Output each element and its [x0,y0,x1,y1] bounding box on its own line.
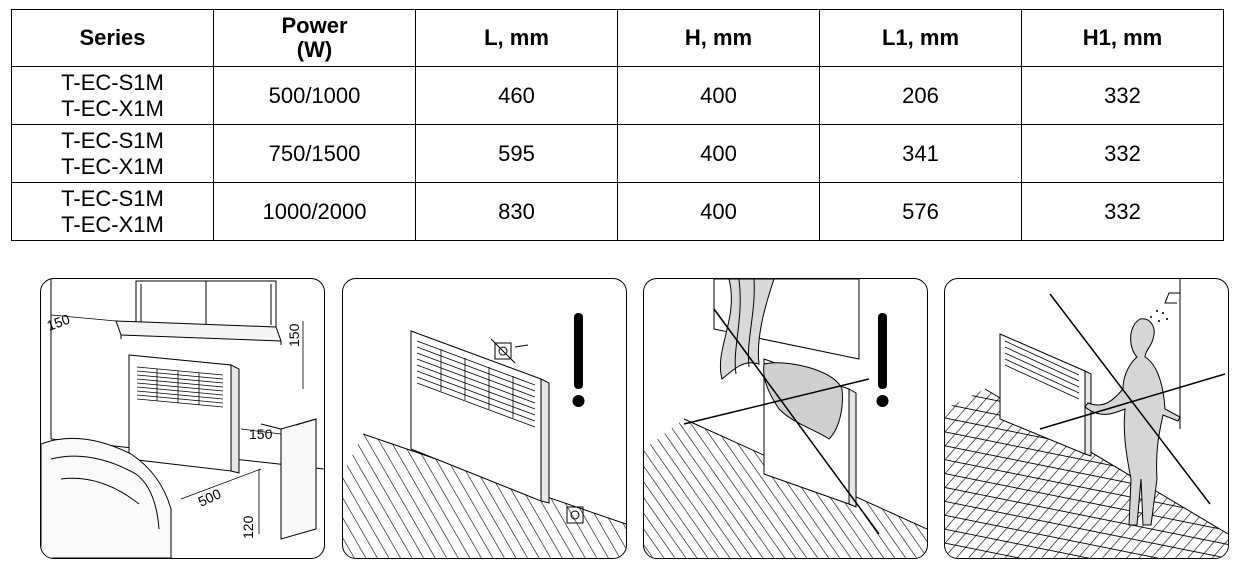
dimension-above: 150 [286,323,302,347]
header-power-line1: Power [281,13,348,38]
towel [763,362,843,440]
series-cell: T-EC-S1M T-EC-X1M [11,66,214,125]
dimension-floor: 120 [240,515,256,539]
power-cell: 1000/2000 [213,182,416,241]
l1-cell: 341 [819,124,1022,183]
h1-cell: 332 [1021,66,1224,125]
series-name: T-EC-X1M [61,153,164,179]
floor [644,419,927,558]
side-obstacle [280,418,317,540]
table-row: T-EC-S1M T-EC-X1M 750/1500 595 400 341 3… [11,124,1224,183]
dimension-front: 500 [196,485,224,509]
series-name: T-EC-S1M [61,127,164,153]
person-silhouette [1084,318,1181,526]
h-cell: 400 [617,182,820,241]
no-cover-illustration [643,278,928,559]
warning-exclamation-icon [572,313,585,407]
l-cell: 830 [415,182,618,241]
header-l: L, mm [415,9,618,67]
spec-table: Series Power (W) L, mm H, mm L1, mm H1, … [11,9,1224,241]
h1-cell: 332 [1021,124,1224,183]
warning-exclamation-icon [876,313,889,407]
header-h: H, mm [617,9,820,67]
l-cell: 460 [415,66,618,125]
warning-illustration [342,278,627,559]
header-power: Power (W) [213,9,416,67]
no-shower-illustration [944,278,1229,559]
table-header-row: Series Power (W) L, mm H, mm L1, mm H1, … [11,9,1224,67]
header-series: Series [11,9,214,67]
socket-crossed-icon [490,338,529,364]
l1-cell: 206 [819,66,1022,125]
l1-cell: 576 [819,182,1022,241]
heater-icon [999,333,1092,457]
floor [343,434,626,558]
clearance-illustration: 150 150 150 500 120 [40,278,325,559]
dimension-side: 150 [249,426,273,442]
window-sill [115,320,282,342]
series-name: T-EC-X1M [61,211,164,237]
shower-icon [1144,292,1180,324]
socket-icon [566,506,584,524]
series-name: T-EC-S1M [61,69,164,95]
table-row: T-EC-S1M T-EC-X1M 500/1000 460 400 206 3… [11,66,1224,125]
h-cell: 400 [617,124,820,183]
heater-icon [410,330,550,504]
series-name: T-EC-X1M [61,95,164,121]
heater-icon [128,354,240,474]
h-cell: 400 [617,66,820,125]
header-l1: L1, mm [819,9,1022,67]
sofa [41,437,172,558]
table-row: T-EC-S1M T-EC-X1M 1000/2000 830 400 576 … [11,182,1224,241]
series-cell: T-EC-S1M T-EC-X1M [11,124,214,183]
power-cell: 500/1000 [213,66,416,125]
h1-cell: 332 [1021,182,1224,241]
dimension-shelf: 150 [45,311,73,334]
power-cell: 750/1500 [213,124,416,183]
tiled-floor [945,389,1228,558]
l-cell: 595 [415,124,618,183]
series-cell: T-EC-S1M T-EC-X1M [11,182,214,241]
header-power-line2: (W) [296,37,333,62]
window-frame [713,279,860,360]
series-name: T-EC-S1M [61,185,164,211]
header-h1: H1, mm [1021,9,1224,67]
